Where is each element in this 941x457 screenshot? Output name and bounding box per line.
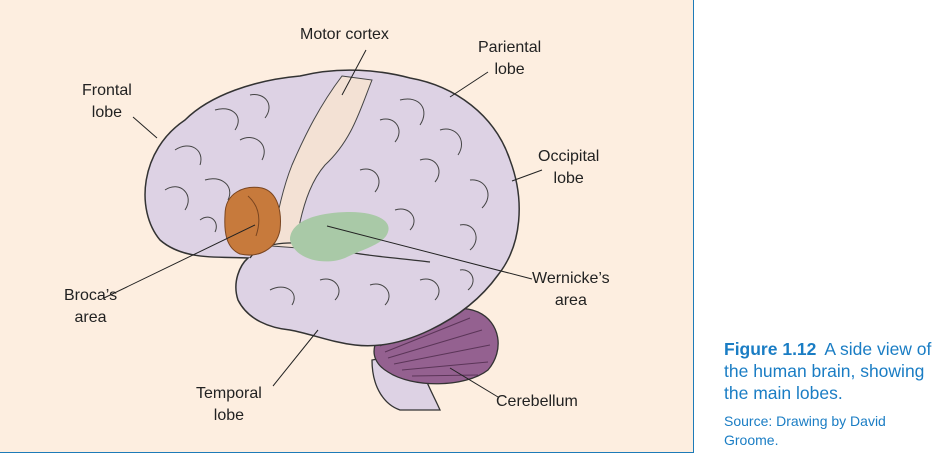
wernickes-area-shape (290, 212, 389, 262)
leader-parietal (449, 71, 489, 98)
brocas-area-shape (224, 186, 281, 256)
leader-cerebellum (449, 367, 499, 398)
caption-text: A side view of the human brain, showing … (724, 339, 932, 403)
figure-number: Figure 1.12 (724, 339, 817, 359)
leader-occipital (511, 169, 543, 182)
leader-brocas (103, 224, 256, 299)
cerebellum-label: Cerebellum (496, 393, 578, 410)
leader-wernickes (326, 225, 533, 280)
motor-cortex-label: Motor cortex (300, 26, 389, 43)
motor-cortex-strip (271, 75, 373, 249)
brain-diagram (103, 49, 543, 411)
leader-frontal (132, 116, 158, 139)
caption-source: Source: Drawing by David Groome. (724, 413, 886, 448)
leader-temporal (272, 329, 319, 387)
leader-motor-cortex (341, 49, 367, 96)
